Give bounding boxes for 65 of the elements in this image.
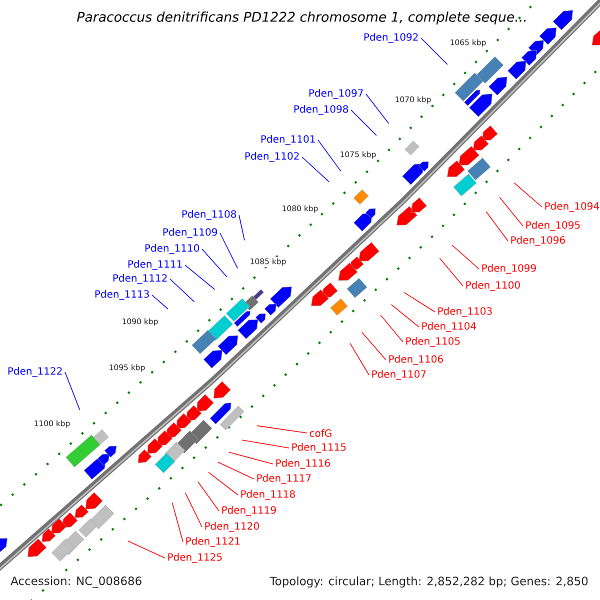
leader-line [256, 425, 308, 434]
gene-label: Pden_1117 [257, 474, 311, 484]
gene-label: Pden_1113 [95, 290, 149, 300]
gene-label: Pden_1111 [128, 260, 182, 270]
leader-line [439, 258, 464, 286]
title: Paracoccus denitrificans PD1222 chromosome 1, complete seque... [77, 12, 526, 24]
info-text: Accession: NC_008686 [9, 574, 144, 590]
leader-line [350, 342, 370, 376]
info-text: Topology: circular; Length: 2,852,282 bp; Genes: 2,850 [268, 575, 590, 589]
gene-label: Pden_1115 [292, 443, 346, 453]
leader-line [64, 372, 80, 410]
leader-line [128, 540, 166, 558]
gene-label: Pden_1094 [545, 202, 600, 212]
leader-line [499, 196, 524, 226]
gene-label: Pden_1122 [8, 367, 62, 377]
leader-line [208, 472, 238, 496]
leader-line [228, 452, 274, 464]
leader-line [350, 110, 377, 136]
gene-label: Pden_1125 [168, 553, 222, 563]
gene-label: Pden_1109 [163, 228, 218, 238]
leader-line [452, 244, 480, 270]
leader-line [390, 304, 420, 328]
gene-label: Pden_1106 [389, 355, 443, 365]
gene-label: Pden_1116 [276, 459, 330, 469]
gene-label: Pden_1121 [186, 537, 240, 547]
gene-label: Pden_1107 [372, 370, 426, 380]
leader-line [366, 94, 390, 124]
gene-label: Pden_1104 [422, 322, 476, 332]
gene-label: Pden_1092 [364, 33, 418, 43]
leader-line [170, 278, 195, 302]
leader-line [404, 292, 436, 312]
leader-line [380, 314, 404, 342]
gene-label: Pden_1096 [511, 236, 565, 246]
leader-line [514, 182, 542, 208]
gene-label: cofG [310, 429, 332, 437]
leader-line [184, 264, 216, 290]
leader-line [420, 38, 448, 65]
gene-label: Pden_1100 [466, 281, 520, 291]
gene-label: Pden_1103 [438, 307, 492, 317]
gene-label: Pden_1119 [222, 506, 276, 516]
gene-label: Pden_1108 [182, 210, 236, 220]
gene-label: Pden_1098 [294, 105, 348, 115]
leader-line [361, 332, 386, 360]
gene-label: Pden_1120 [205, 522, 259, 532]
leader-line [302, 156, 330, 182]
gene-label: Pden_1095 [526, 221, 580, 231]
leader-line [241, 440, 290, 448]
leader-line [184, 492, 202, 528]
leader-line [172, 502, 184, 542]
gene-label: Pden_1118 [241, 490, 295, 500]
leader-line [218, 462, 254, 480]
gene-label: Pden_1097 [309, 89, 363, 99]
gene-label: Pden_1102 [245, 152, 299, 162]
leader-line [318, 140, 342, 172]
leader-line [486, 211, 508, 242]
gene-label: Pden_1112 [113, 274, 167, 284]
gene-label: Pden_1101 [261, 135, 315, 145]
leader-line [202, 248, 228, 278]
leader-line [238, 214, 245, 241]
gene-label: Pden_1105 [406, 337, 460, 347]
leader-line [220, 232, 238, 269]
leader-line [198, 481, 220, 512]
gene-label: Pden_1110 [145, 244, 200, 254]
leader-line [152, 294, 168, 310]
gene-label: Pden_1099 [482, 264, 536, 274]
